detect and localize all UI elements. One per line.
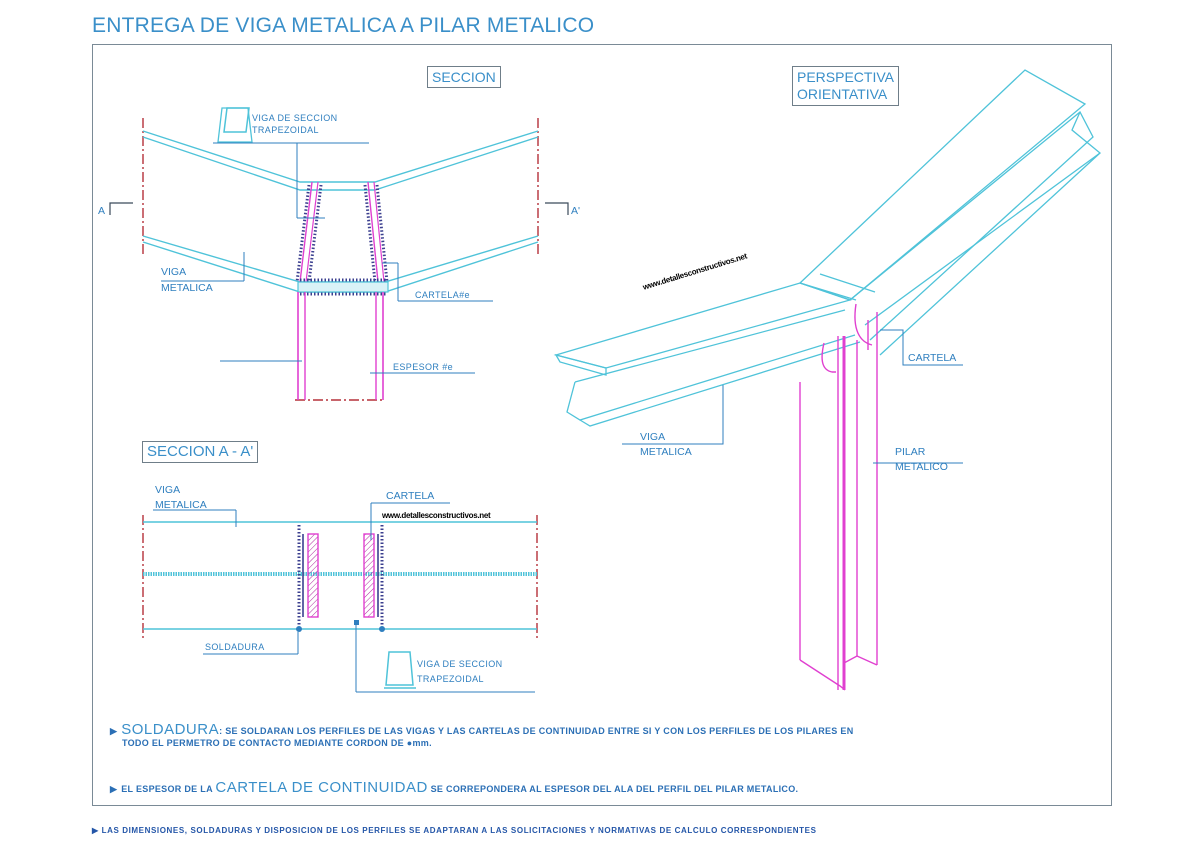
label-line: VIGA [155, 484, 181, 496]
pilar-perspective [799, 303, 878, 691]
footer-note: ▶ LAS DIMENSIONES, SOLDADURAS Y DISPOSIC… [92, 826, 817, 835]
seccion-viga-label: VIGA METALICA [161, 266, 213, 294]
note-soldadura: ▶SOLDADURA: SE SOLDARAN LOS PERFILES DE … [110, 721, 854, 738]
footer-text: LAS DIMENSIONES, SOLDADURAS Y DISPOSICIO… [101, 826, 817, 835]
heading-line: ORIENTATIVA [797, 86, 888, 102]
label-line: TRAPEZOIDAL [417, 674, 484, 684]
perspectiva-leaders [622, 329, 963, 464]
heading-line: PERSPECTIVA [797, 69, 894, 85]
seccion-view [109, 107, 569, 401]
label-line: TRAPEZOIDAL [252, 125, 319, 135]
label-line: METALICA [155, 499, 207, 511]
bullet-icon: ▶ [92, 826, 102, 835]
note-suffix: SE CORREPONDERA AL ESPESOR DEL ALA DEL P… [430, 784, 799, 794]
bullet-icon: ▶ [110, 726, 118, 736]
drawing-frame [92, 44, 1112, 806]
perspectiva-viga-label: VIGA METALICA [640, 431, 692, 458]
label-line: VIGA [640, 431, 666, 443]
perspectiva-view [553, 69, 1101, 427]
perspectiva-cartela-label: CARTELA [908, 352, 957, 364]
label-line: METALICA [161, 282, 213, 294]
seccion-aa-soldadura-label: SOLDADURA [205, 642, 265, 652]
note-prefix: EL ESPESOR DE LA [121, 784, 213, 794]
label-line: VIGA [161, 266, 187, 278]
seccion-aa-heading: SECCION A - A' [142, 441, 259, 463]
seccion-aa-viga-trapezoidal-label: VIGA DE SECCION TRAPEZOIDAL [417, 658, 503, 685]
note-lead: SOLDADURA [121, 721, 220, 738]
cut-label-a: A [98, 205, 106, 217]
label-line: METALICA [640, 446, 692, 458]
seccion-viga-trapezoidal-label: VIGA DE SECCION TRAPEZOIDAL [252, 112, 338, 136]
label-line: VIGA DE SECCION [417, 659, 503, 669]
perspectiva-pilar-label: PILAR METALICO [895, 446, 948, 473]
seccion-cartela-label: CARTELA#e [415, 290, 470, 300]
seccion-aa-view [142, 502, 538, 693]
note-espesor: ▶EL ESPESOR DE LA CARTELA DE CONTINUIDAD… [110, 779, 798, 796]
drawing-title: ENTREGA DE VIGA METALICA A PILAR METALIC… [92, 14, 595, 37]
note-soldadura-line2: TODO EL PERMETRO DE CONTACTO MEDIANTE CO… [122, 738, 432, 748]
seccion-aa-cartela-label: CARTELA [386, 490, 435, 502]
seccion-espesor-label: ESPESOR #e [393, 362, 454, 372]
perspectiva-heading: PERSPECTIVA ORIENTATIVA [792, 66, 899, 106]
label-line: PILAR [895, 446, 926, 458]
note-lead: CARTELA DE CONTINUIDAD [215, 779, 428, 796]
note-text: : SE SOLDARAN LOS PERFILES DE LAS VIGAS … [219, 726, 854, 736]
seccion-heading: SECCION [427, 66, 501, 88]
watermark: www.detallesconstructivos.net [382, 511, 491, 520]
label-line: VIGA DE SECCION [252, 113, 338, 123]
bullet-icon: ▶ [110, 784, 118, 794]
label-line: METALICO [895, 461, 948, 473]
seccion-aa-viga-label: VIGA METALICA [155, 484, 207, 511]
cut-label-a-prime: A' [571, 205, 581, 217]
